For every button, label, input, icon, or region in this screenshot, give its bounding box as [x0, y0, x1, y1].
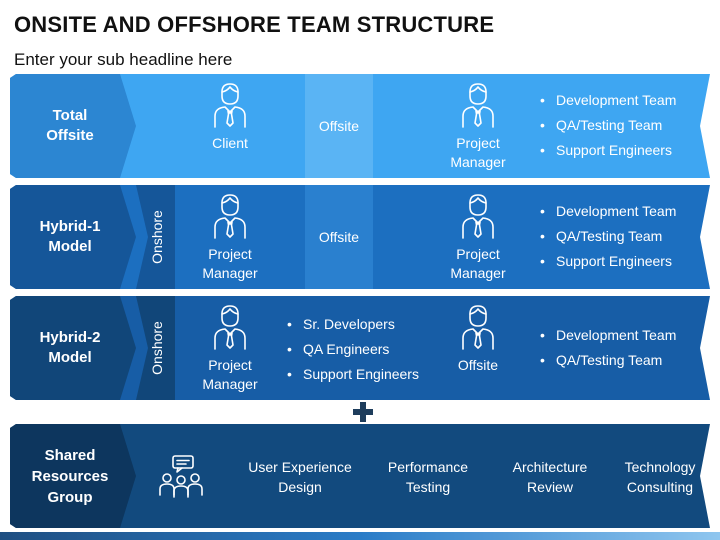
page-subtitle: Enter your sub headline here	[14, 50, 233, 69]
shared-item-technology: Technology Consulting	[624, 459, 696, 495]
person-icon	[462, 83, 494, 128]
list-item: Development Team	[540, 199, 676, 224]
band-hybrid-1: Hybrid-1 Model Onshore Project Manager O…	[10, 185, 710, 289]
list-item: QA/Testing Team	[540, 224, 676, 249]
list-item: QA Engineers	[287, 337, 419, 362]
person-project-manager-2: Project Manager	[418, 193, 538, 283]
shared-item-ux: User Experience Design	[248, 459, 352, 495]
team-list: Development Team QA/Testing Team Support…	[540, 199, 676, 274]
middle-text: Offsite	[318, 229, 360, 245]
list-item: QA/Testing Team	[540, 113, 676, 138]
person-icon	[214, 194, 246, 239]
band-total-offsite: Total Offsite Client Offsite Project Man…	[10, 74, 710, 178]
engineer-list: Sr. Developers QA Engineers Support Engi…	[287, 312, 419, 387]
band-shape	[10, 74, 710, 178]
band-shape	[10, 424, 710, 528]
list-item: Support Engineers	[540, 138, 676, 163]
list-item: Support Engineers	[540, 249, 676, 274]
person-project-manager: Project Manager	[418, 82, 538, 172]
vertical-label: Onshore	[149, 321, 166, 375]
list-item: Development Team	[540, 323, 676, 348]
band-hybrid-2: Hybrid-2 Model Onshore Project Manager S…	[10, 296, 710, 400]
team-list: Development Team QA/Testing Team Support…	[540, 88, 676, 163]
row-label: Total Offsite	[46, 107, 94, 144]
person-icon	[214, 83, 246, 128]
person-project-manager: Project Manager	[170, 193, 290, 283]
person-icon	[462, 305, 494, 350]
row-label: Hybrid-1 Model	[39, 218, 101, 255]
row-label: Shared Resources Group	[31, 446, 109, 506]
plus-icon	[353, 402, 373, 422]
list-item: Development Team	[540, 88, 676, 113]
list-item: QA/Testing Team	[540, 348, 676, 373]
footer-gradient-bar	[0, 532, 720, 540]
row-label: Hybrid-2 Model	[39, 329, 101, 366]
team-list: Development Team QA/Testing Team	[540, 323, 676, 373]
person-project-manager: Project Manager	[170, 304, 290, 394]
team-chat-icon	[159, 455, 203, 498]
band-shared-resources: Shared Resources Group User Experience D…	[10, 424, 710, 528]
band-shape	[10, 185, 710, 289]
page-title: ONSITE AND OFFSHORE TEAM STRUCTURE	[14, 12, 495, 37]
vertical-label: Onshore	[149, 210, 166, 264]
list-item: Support Engineers	[287, 362, 419, 387]
person-offsite: Offsite	[418, 304, 538, 375]
middle-text: Offsite	[318, 118, 360, 134]
shared-item-performance: Performance Testing	[387, 459, 469, 495]
shared-item-architecture: Architecture Review	[512, 459, 588, 495]
person-icon	[214, 305, 246, 350]
list-item: Sr. Developers	[287, 312, 419, 337]
person-icon	[462, 194, 494, 239]
person-client: Client	[170, 82, 290, 153]
